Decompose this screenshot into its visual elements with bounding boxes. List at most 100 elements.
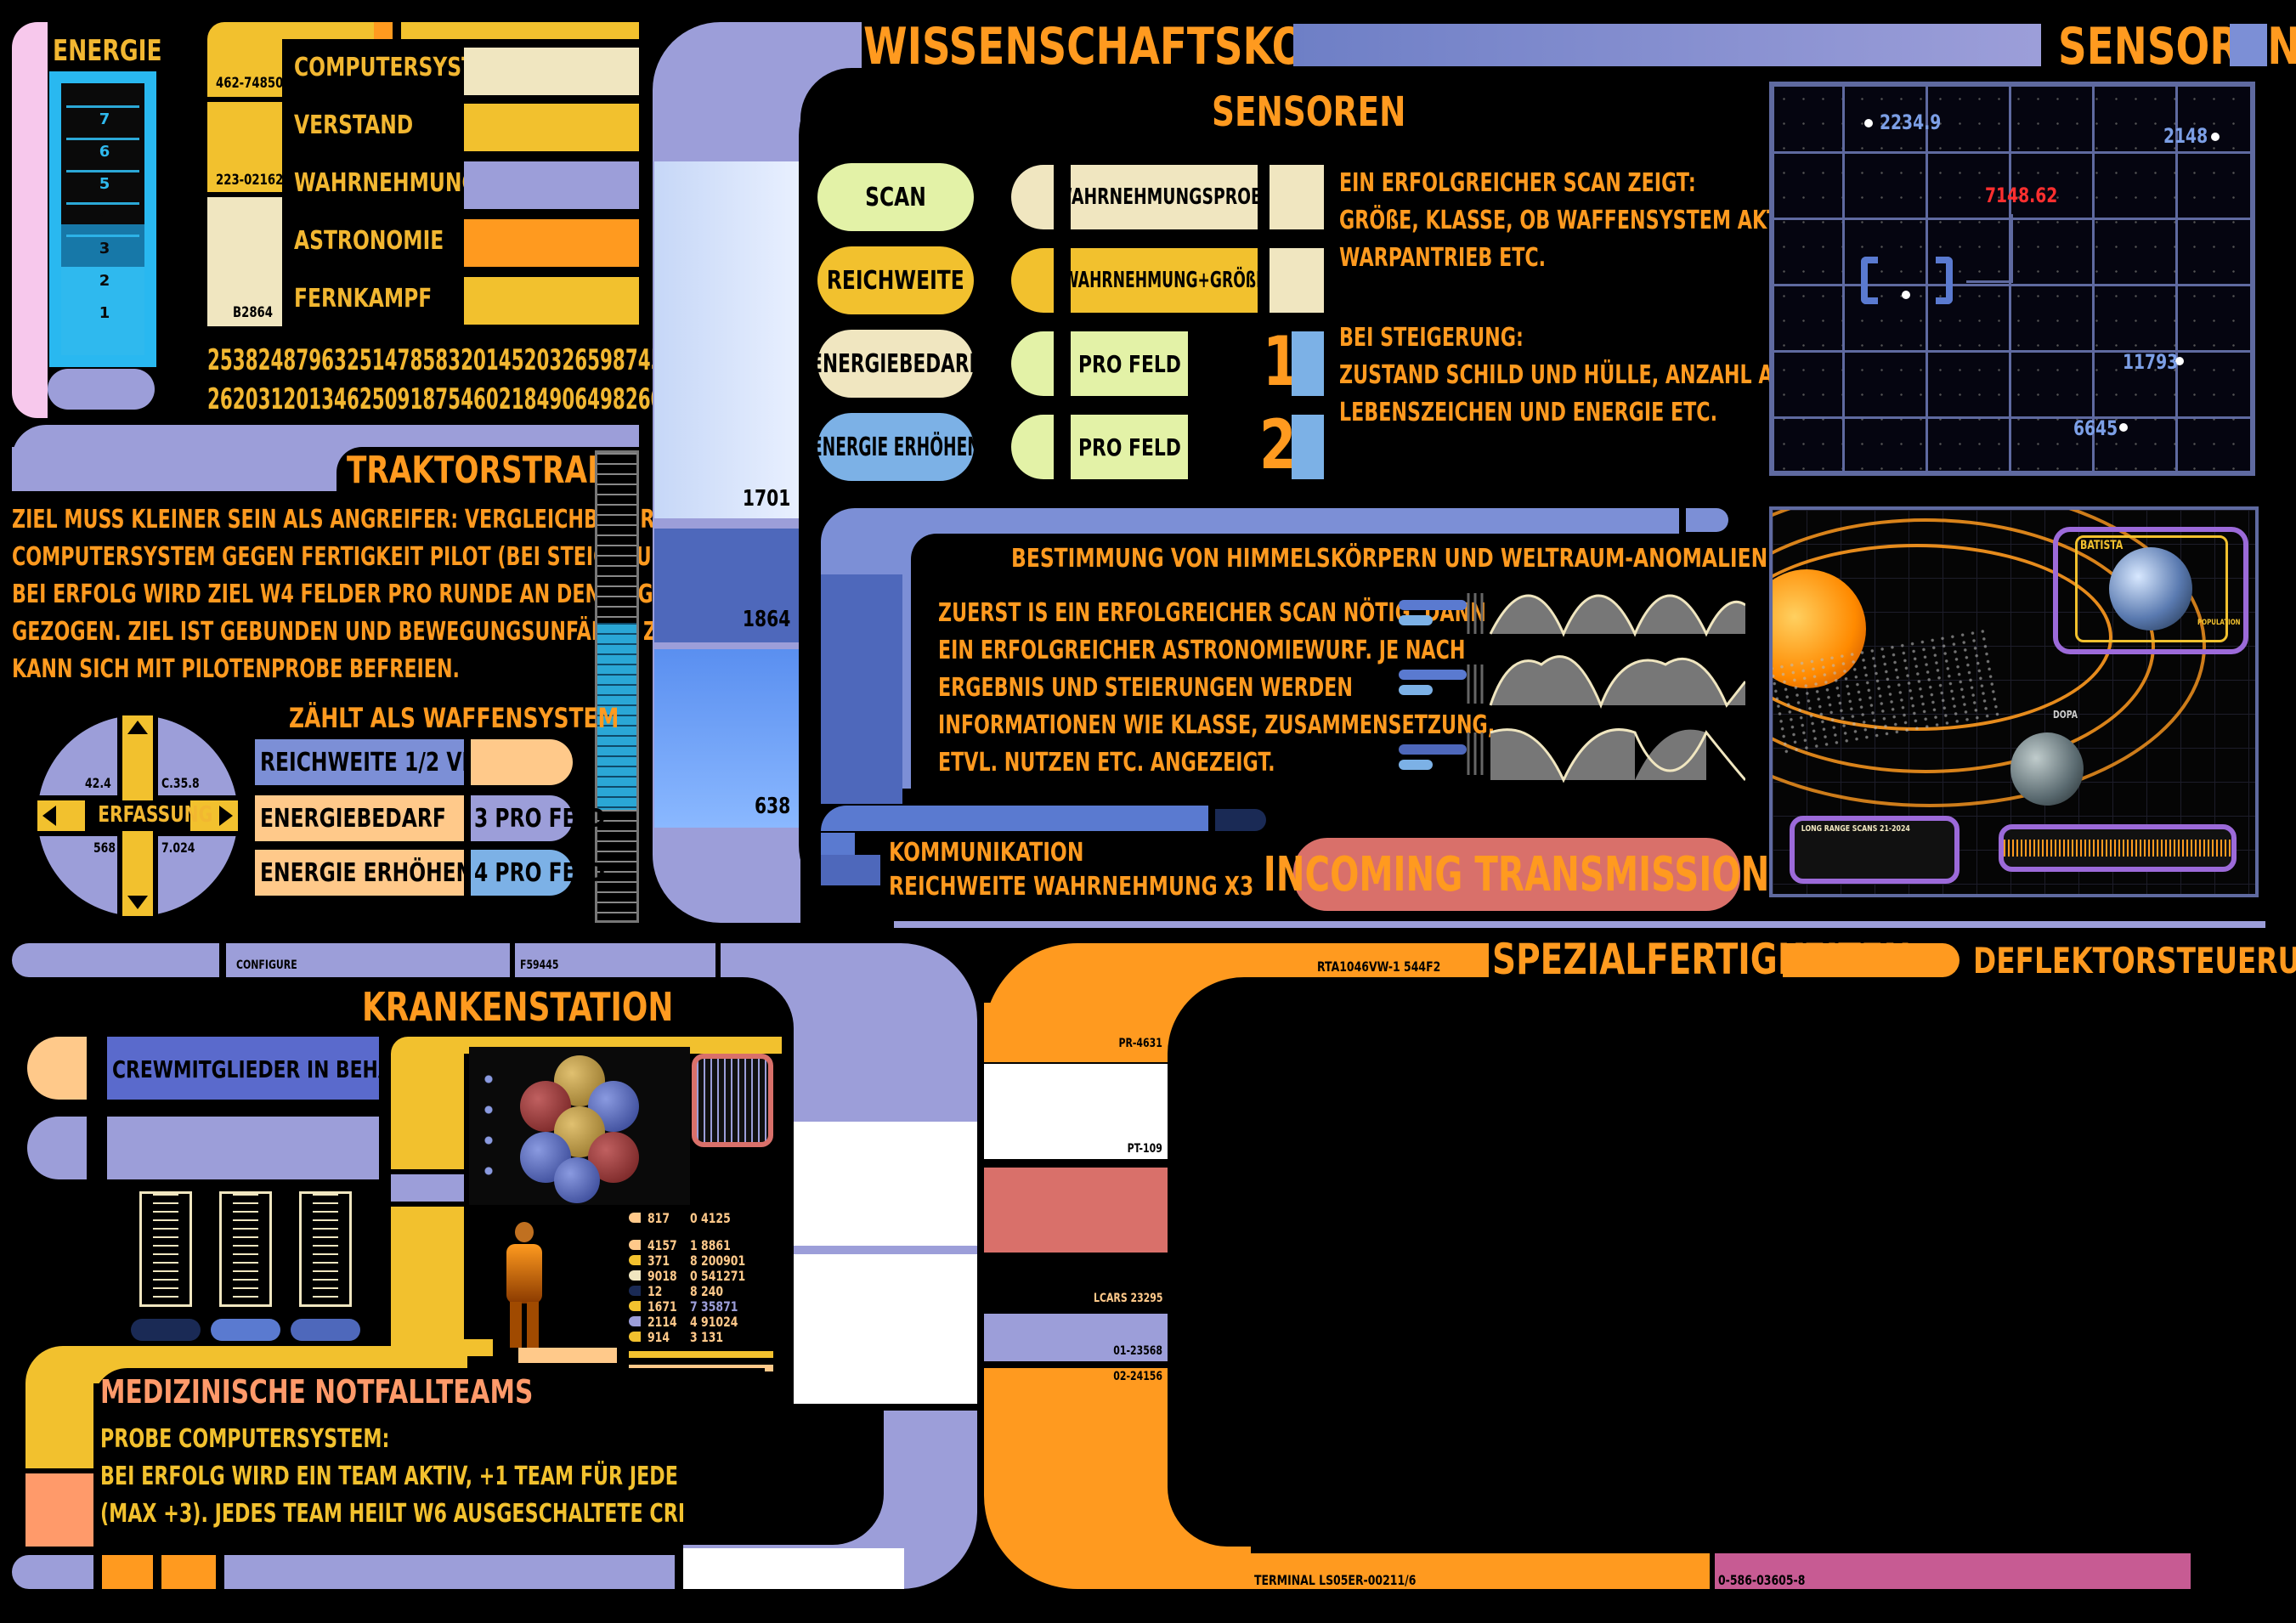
notfall-left-1 (25, 1383, 93, 1468)
radar-dot-2[interactable] (2211, 133, 2220, 141)
spez-seg-black[interactable]: LCARS 23295 (984, 1261, 1168, 1309)
system-bar-fernkampf[interactable] (464, 277, 639, 325)
kranken-pill-b[interactable] (211, 1319, 280, 1341)
body-scan-icon (500, 1222, 549, 1349)
center-column-seg-3[interactable]: 638 (654, 649, 800, 828)
center-column-seg-2[interactable]: 1864 (654, 529, 800, 642)
radar-dot-4[interactable] (2175, 357, 2184, 365)
system-bar-computersystem[interactable] (464, 48, 639, 95)
komm-frame (821, 806, 1208, 831)
radar-grid[interactable]: 2234.9 2148 7148.62 11793 6645 (1769, 82, 2255, 476)
komm-left-block-2 (821, 855, 880, 885)
radar-target-line-h (1966, 280, 2013, 283)
spez-seg-orange-2[interactable]: 02-24156 (984, 1368, 1168, 1428)
kranken-frame-bottom-2 (518, 1348, 617, 1363)
center-column-seg-1[interactable]: 1701 (654, 161, 800, 518)
starmap-panel[interactable]: BATISTA POPULATION DOPA LONG RANGE SCANS… (1769, 506, 2259, 897)
radar-dot-5[interactable] (2119, 423, 2128, 432)
kranken-pill-a[interactable] (131, 1319, 201, 1341)
himmel-frame-cap (1686, 508, 1728, 532)
header-bar (1293, 24, 2041, 66)
erfassung-tl: 42.4 (85, 775, 111, 791)
radar-dot-1[interactable] (1864, 119, 1873, 127)
system-bar-astronomie[interactable] (464, 219, 639, 267)
weapon-value-energiebedarf[interactable]: 3 PRO FELD (471, 795, 605, 841)
kranken-pill-2[interactable] (27, 1117, 87, 1179)
kranken-right-seg-2[interactable] (794, 1254, 977, 1404)
bottom-bar-3 (161, 1555, 216, 1589)
digit-2-bar (1292, 415, 1324, 479)
system-label-wahrnehmung: WAHRNEHMUNG (294, 168, 478, 198)
incoming-transmission-button[interactable]: INCOMING TRANSMISSION (1264, 838, 1770, 911)
systems-code-block-3 (207, 197, 282, 326)
spez-seg-lav[interactable]: 01-23568 (984, 1314, 1168, 1361)
planet-2-label: DOPA (2053, 709, 2078, 721)
energie-erhoehen-value[interactable]: PRO FELD (1071, 415, 1188, 479)
radar-target-line (2010, 214, 2013, 282)
reichweite-value[interactable]: WAHRNEHMUNG+GRÖßE (1062, 248, 1266, 313)
digit-2: 2 (1259, 405, 1297, 484)
erfassung-bl: 568 (93, 840, 116, 856)
komm-text: REICHWEITE WAHRNEHMUNG X3 (889, 872, 1254, 902)
header-bar-left (853, 22, 862, 68)
radar-target-dot[interactable] (1902, 291, 1910, 299)
arrow-down-icon[interactable] (127, 896, 148, 909)
energie-base-pill[interactable] (48, 369, 155, 410)
energiebedarf-button[interactable]: ENERGIEBEDARF (810, 330, 981, 398)
weapon-value-reichweite[interactable] (471, 739, 573, 785)
erfassung-widget[interactable]: ERFASSUNG 42.4 C.35.8 568 7.024 (37, 715, 238, 916)
planet-dopa-icon (2010, 732, 2084, 806)
traktor-ruler[interactable] (595, 450, 639, 923)
radar-target-bracket-r (1936, 257, 1953, 304)
weapon-value-energie-erhoehen[interactable]: 4 PRO FELD (471, 850, 605, 896)
spez-seg-salmon[interactable] (984, 1168, 1168, 1253)
mid-bar-3 (515, 943, 715, 977)
spez-seg-white[interactable]: PT-109 (984, 1064, 1168, 1159)
audio-wave-box (1999, 824, 2237, 872)
planet-earth-icon (2109, 547, 2192, 631)
medical-data-table: 817 0 4125 4157 1 8861 371 8 200901 9018… (629, 1210, 773, 1371)
kranken-right-seg-1[interactable] (794, 1122, 977, 1246)
number-line-2: 2620312013462509187546021849064982600316 (207, 382, 715, 416)
weapon-row-reichweite[interactable]: REICHWEITE 1/2 VE (255, 739, 475, 785)
configure-label: CONFIGURE (236, 959, 297, 972)
terminal-label: TERMINAL LS05ER-00211/6 (1254, 1572, 1417, 1588)
arrow-up-icon[interactable] (127, 721, 148, 734)
scan-value[interactable]: WAHRNEHMUNGSPROBE (1055, 165, 1274, 229)
system-bar-verstand[interactable] (464, 104, 639, 151)
weapon-row-energie-erhoehen[interactable]: ENERGIE ERHÖHEN (255, 850, 472, 896)
kranken-bar-2[interactable] (107, 1117, 379, 1179)
energiebedarf-value[interactable]: PRO FELD (1071, 331, 1188, 396)
spez-seg-1[interactable] (984, 1054, 1168, 1062)
kranken-pill-c[interactable] (291, 1319, 360, 1341)
weapon-title: ZÄHLT ALS WAFFENSYSTEM (289, 702, 619, 734)
system-bar-wahrnehmung[interactable] (464, 161, 639, 209)
reichweite-button[interactable]: REICHWEITE (817, 246, 974, 314)
spez-code: RTA1046VW-1 544F2 (1317, 959, 1441, 975)
steig-text: BEI STEIGERUNG: ZUSTAND SCHILD UND HÜLLE… (1339, 323, 1790, 427)
bottom-white-elbow-inner (683, 1411, 884, 1545)
spez-bottom-bar (1251, 1553, 1710, 1589)
radar-label-2: 2148 (2163, 124, 2208, 148)
planet-frame (2053, 527, 2248, 654)
scan-text: EIN ERFOLGREICHER SCAN ZEIGT: GRÖßE, KLA… (1339, 168, 1807, 273)
spez-seg-orange-1[interactable]: PR-4631 (984, 1003, 1168, 1054)
arrow-left-icon[interactable] (42, 806, 56, 826)
number-line-1: 25382487963251478583201452032659874520З (207, 343, 702, 377)
radar-label-1: 2234.9 (1880, 110, 1942, 134)
weapon-row-energiebedarf[interactable]: ENERGIEBEDARF (255, 795, 464, 841)
systems-code-block-1 (207, 39, 282, 97)
crew-in-treatment[interactable]: CREWMITGLIEDER IN BEHANDLUNG (107, 1037, 480, 1100)
systems-top-bar-3 (401, 22, 639, 39)
radar-target-bracket-l (1861, 257, 1878, 304)
himmel-text: ZUERST IS EIN ERFOLGREICHER SCAN NÖTIG, … (938, 598, 1496, 778)
kranken-pill-1[interactable] (27, 1037, 87, 1100)
energie-gauge[interactable]: 7 6 5 4 3 2 1 (49, 71, 156, 367)
deflektor-title: DEFLEKTORSTEUERUNG (1973, 940, 2296, 981)
notfall-left-2 (25, 1473, 93, 1547)
waveform-panel[interactable] (1397, 580, 1747, 790)
energie-erhoehen-button[interactable]: ENERGIE ERHÖHEN (812, 413, 980, 481)
arrow-right-icon[interactable] (219, 806, 233, 826)
scan-button[interactable]: SCAN (817, 163, 974, 231)
erfassung-tr: C.35.8 (161, 775, 200, 791)
